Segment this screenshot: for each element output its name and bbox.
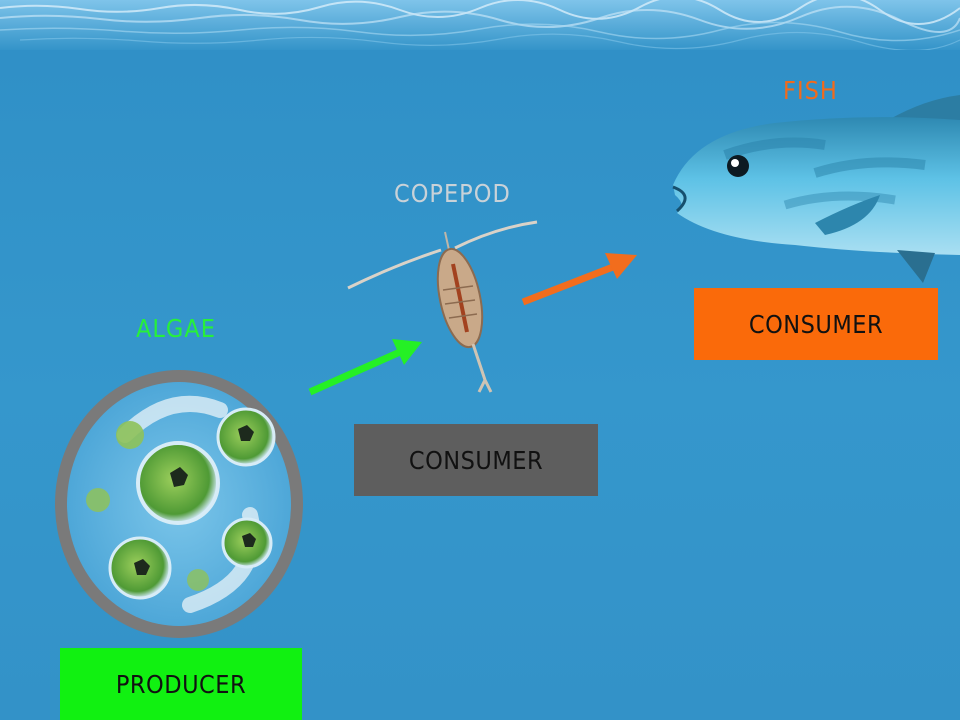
algae-cell <box>216 407 276 467</box>
fish-label: FISH <box>783 76 838 105</box>
producer-box: PRODUCER <box>60 648 302 720</box>
consumer-copepod-box: CONSUMER <box>354 424 598 496</box>
copepod-label: COPEPOD <box>394 179 511 208</box>
arrow-algae-to-copepod <box>308 339 422 396</box>
consumer-fish-box: CONSUMER <box>694 288 938 360</box>
algae-cell <box>108 536 172 600</box>
water-surface <box>0 0 960 50</box>
algae-label: ALGAE <box>136 314 216 343</box>
algae-cell <box>136 441 220 525</box>
copepod-illustration <box>347 220 538 393</box>
algae-illustration <box>55 370 303 638</box>
arrow-copepod-to-fish <box>521 253 637 306</box>
fish-illustration <box>672 95 960 283</box>
algae-cell <box>221 517 273 569</box>
